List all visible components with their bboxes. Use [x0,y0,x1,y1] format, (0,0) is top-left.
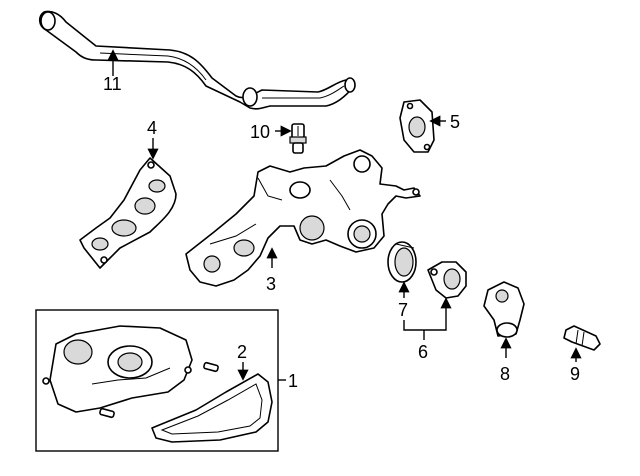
callout-part-9: 9 [570,364,580,384]
callout-part-5: 5 [450,112,460,132]
callout-part-3: 3 [266,274,276,294]
thermostat-part [387,241,417,283]
callout-part-8: 8 [500,364,510,384]
dowel-pin-parts [99,361,219,419]
callout-part-11: 11 [103,74,122,94]
water-pump-assembly-part [42,325,193,413]
callout-part-1: 1 [288,371,298,391]
pump-gasket-part [151,373,273,443]
water-outlet-part [483,281,525,338]
callout-part-7: 7 [398,300,408,320]
temperature-sensor-part [289,123,307,154]
stud-bolt-part [563,325,601,351]
callout-part-2: 2 [237,342,247,362]
callout-part-6: 6 [418,342,428,362]
coolant-pipe-part [38,10,356,110]
gasket-plate-part [79,157,177,269]
callout-part-10: 10 [250,122,270,142]
thermostat-housing-part [427,261,467,299]
water-pump-housing-part [185,149,421,287]
callout-part-4: 4 [147,118,157,138]
bracket-part-6 [403,318,447,331]
cover-plate-part [399,99,435,153]
